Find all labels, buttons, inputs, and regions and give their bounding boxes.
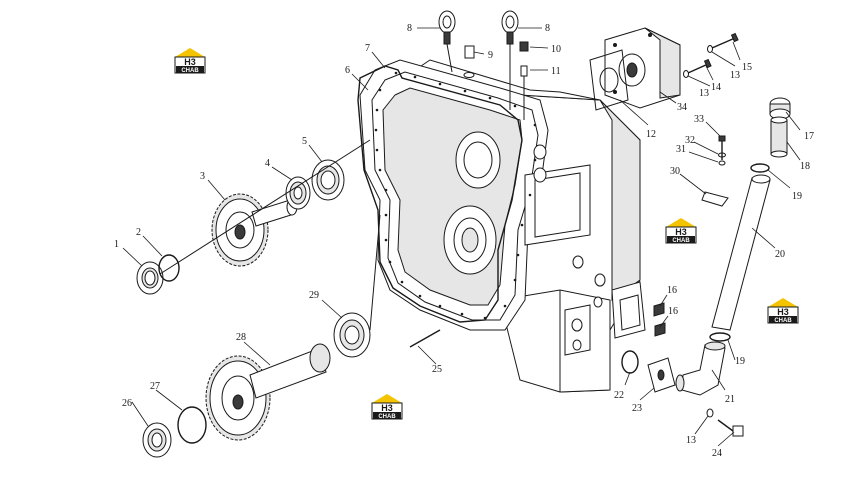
washer-13-bottom [706, 408, 714, 418]
callout-18: 18 [800, 161, 810, 172]
bolt-14 [687, 58, 712, 74]
bolt-33 [718, 135, 726, 160]
callout-20: 20 [775, 249, 785, 260]
callout-23: 23 [632, 403, 642, 414]
callout-27: 27 [150, 381, 160, 392]
washer-13 [683, 70, 689, 78]
dowel-pin-25 [409, 329, 441, 348]
callout-26: 26 [122, 398, 132, 409]
pump-gasket [589, 49, 629, 111]
bracket-30 [701, 191, 729, 207]
washer-13 [707, 45, 713, 53]
callout-13-top: 13 [730, 70, 740, 81]
callout-7: 7 [365, 43, 370, 54]
bearing-1 [136, 261, 164, 295]
callout-5: 5 [302, 136, 307, 147]
o-ring-19-bottom [709, 332, 731, 342]
callout-3: 3 [200, 171, 205, 182]
gear-3 [211, 193, 298, 267]
clip-16-lower [654, 322, 666, 337]
snap-ring-27 [177, 406, 207, 444]
callout-8-right: 8 [545, 23, 550, 34]
bearing-4 [285, 176, 311, 210]
watermark-bottom: CHAB [774, 318, 792, 324]
callout-8-left: 8 [407, 23, 412, 34]
o-ring-19-top [750, 163, 770, 173]
callout-15: 15 [742, 62, 752, 73]
pump-assembly [604, 27, 681, 109]
bearing-29 [333, 312, 371, 358]
callout-19-bottom: 19 [735, 356, 745, 367]
callout-25: 25 [432, 364, 442, 375]
callout-34: 34 [677, 102, 687, 113]
callout-1: 1 [114, 239, 119, 250]
washer-31 [718, 160, 726, 166]
lifting-eye-right [501, 10, 519, 110]
callout-28: 28 [236, 332, 246, 343]
callout-13-bottom: 13 [686, 435, 696, 446]
adapter-18 [770, 116, 788, 158]
callout-22: 22 [614, 390, 624, 401]
callout-33: 33 [694, 114, 704, 125]
callout-11: 11 [551, 66, 561, 77]
watermark-logo: H3 CHAB [174, 47, 206, 74]
callout-4: 4 [265, 158, 270, 169]
watermark-bottom: CHAB [378, 414, 396, 420]
plug-9 [463, 45, 475, 78]
lifting-eye-left [438, 10, 456, 73]
callout-30: 30 [670, 166, 680, 177]
callout-31: 31 [676, 144, 686, 155]
flange-23 [647, 357, 676, 393]
callout-29: 29 [309, 290, 319, 301]
watermark-top: H3 [777, 307, 789, 317]
callout-labels: 1 2 3 4 5 6 7 8 8 9 10 11 12 13 13 13 14… [114, 23, 814, 459]
callout-13-middle: 13 [699, 88, 709, 99]
callout-24: 24 [712, 448, 722, 459]
bearing-26 [142, 422, 172, 458]
watermark-logo: H3 CHAB [767, 297, 799, 324]
snap-ring-2 [158, 254, 180, 282]
bolt-24 [717, 419, 744, 437]
callout-16-lower: 16 [668, 306, 678, 317]
flange-bolt-holes [374, 71, 537, 320]
watermark-bottom: CHAB [181, 68, 199, 74]
bolt-15 [711, 32, 739, 49]
bearing-5 [311, 159, 345, 201]
gasket [357, 65, 523, 323]
watermark-logo: H3 CHAB [665, 217, 697, 244]
elbow-tube-21 [675, 341, 726, 396]
callout-6: 6 [345, 65, 350, 76]
callout-10: 10 [551, 44, 561, 55]
callout-19-top: 19 [792, 191, 802, 202]
callout-9: 9 [488, 50, 493, 61]
callout-16-upper: 16 [667, 285, 677, 296]
leader-lines [122, 27, 801, 447]
breather-cap-17 [769, 97, 791, 120]
clip-16-upper [653, 302, 665, 317]
gearbox-housing [359, 59, 646, 393]
watermark-top: H3 [381, 403, 393, 413]
gear-28 [205, 343, 331, 441]
callout-12: 12 [646, 129, 656, 140]
fill-tube-20 [711, 174, 771, 331]
callout-2: 2 [136, 227, 141, 238]
watermark-top: H3 [675, 227, 687, 237]
callout-32: 32 [685, 135, 695, 146]
fitting-10 [519, 41, 529, 120]
o-ring-22 [621, 350, 639, 374]
watermark-top: H3 [184, 57, 196, 67]
watermark-bottom: CHAB [672, 238, 690, 244]
callout-21: 21 [725, 394, 735, 405]
callout-17: 17 [804, 131, 814, 142]
callout-14: 14 [711, 82, 721, 93]
watermark-logo: H3 CHAB [371, 393, 403, 420]
